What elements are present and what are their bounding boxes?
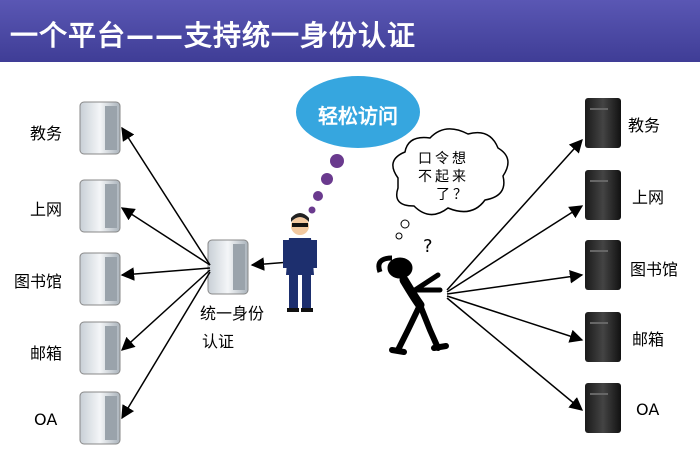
right-label-mail: 邮箱: [632, 330, 665, 349]
arrow-to-r-oa: [446, 297, 584, 411]
left-server-shangwang: [79, 179, 121, 233]
left-label-oa: OA: [34, 410, 58, 429]
right-label-library: 图书馆: [630, 260, 679, 279]
arrow-to-jiaowu: [121, 126, 211, 266]
left-label-mail: 邮箱: [30, 344, 63, 363]
arrow-to-r-shangwang: [446, 205, 584, 293]
agent-figure: [283, 213, 317, 312]
thought-line-3: 了？: [436, 187, 470, 203]
thought-dot: [330, 154, 344, 168]
page-title: 一个平台——支持统一身份认证: [10, 19, 417, 52]
left-server-oa: [79, 391, 121, 445]
left-label-shangwang: 上网: [30, 200, 63, 219]
left-label-library: 图书馆: [14, 272, 63, 291]
easy-access-label: 轻松访问: [318, 104, 398, 128]
right-label-shangwang: 上网: [632, 188, 665, 207]
easy-access-bubble: [296, 76, 420, 148]
center-label-line1: 统一身份: [200, 304, 265, 323]
thought-dot: [313, 191, 323, 201]
thought-cloud: [392, 128, 509, 240]
title-bar: 一个平台——支持统一身份认证: [0, 0, 700, 62]
auth-server: [207, 239, 249, 295]
right-label-oa: OA: [636, 400, 660, 419]
thought-line-2: 不起来: [418, 169, 469, 185]
left-server-library: [79, 252, 121, 306]
left-server-mail: [79, 321, 121, 375]
right-server-mail: [585, 312, 621, 362]
center-label-line2: 认证: [202, 332, 235, 351]
arrow-to-r-jiaowu: [446, 138, 583, 291]
right-server-shangwang: [585, 170, 621, 220]
confused-figure: [376, 255, 449, 355]
arrow-to-mail: [121, 269, 211, 351]
right-server-oa: [585, 383, 621, 433]
arrow-to-r-mail: [446, 295, 584, 343]
right-server-library: [585, 240, 621, 290]
right-server-jiaowu: [585, 98, 621, 148]
arrow-to-library: [120, 267, 211, 281]
thought-dot: [308, 206, 316, 214]
arrow-to-shangwang: [120, 207, 211, 266]
right-label-jiaowu: 教务: [628, 116, 661, 135]
arrow-to-oa: [121, 271, 211, 420]
arrow-to-r-library: [446, 270, 584, 295]
left-label-jiaowu: 教务: [30, 124, 63, 143]
thought-dot: [321, 173, 333, 185]
question-mark: ?: [423, 236, 433, 257]
left-server-jiaowu: [79, 101, 121, 155]
thought-line-1: 口令想: [418, 151, 469, 167]
